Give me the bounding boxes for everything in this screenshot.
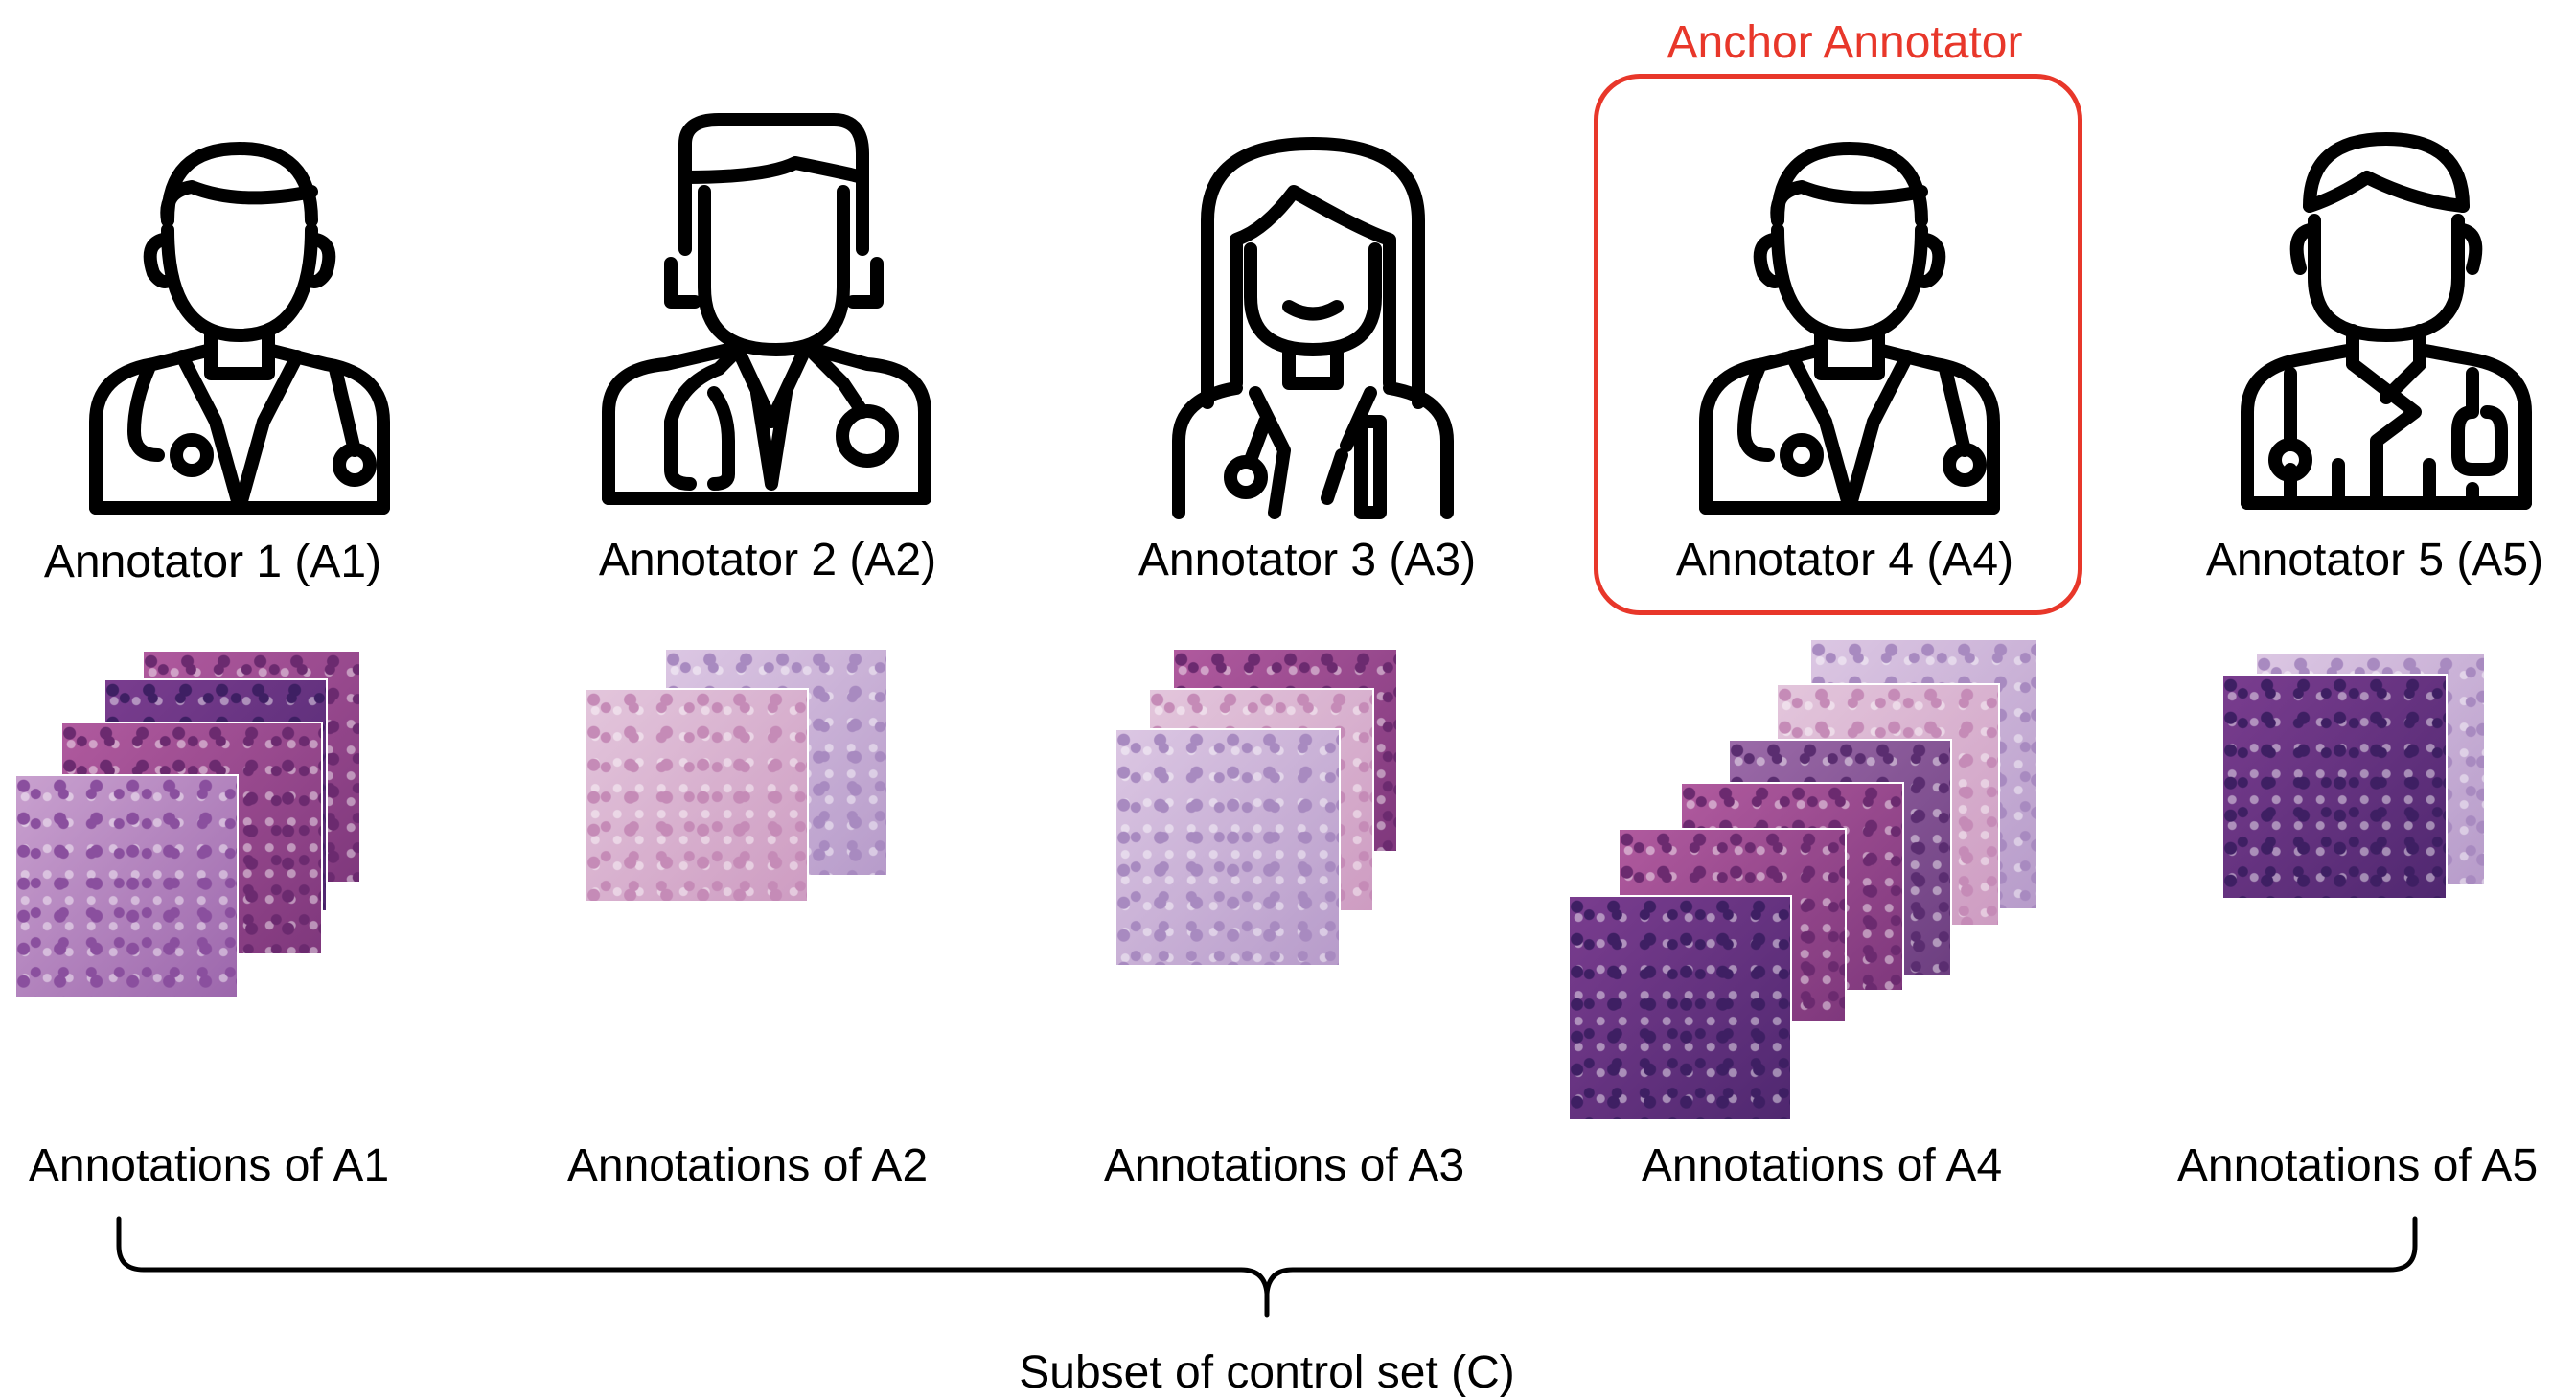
annotator-3-label: Annotator 3 (A3): [1138, 535, 1477, 585]
annotations-a1-label: Annotations of A1: [28, 1140, 390, 1191]
male-doctor-stethoscope-icon: [89, 142, 390, 515]
brace-label: Subset of control set (C): [1019, 1347, 1515, 1398]
male-doctor-stethoscope-icon: [1699, 142, 2000, 515]
annotator-4-label: Annotator 4 (A4): [1675, 535, 2014, 585]
histology-image: [1570, 897, 1790, 1119]
anchor-annotator-box: [1594, 74, 2082, 615]
annotator-2-label: Annotator 2 (A2): [598, 535, 937, 585]
annotations-a2-label: Annotations of A2: [566, 1140, 929, 1191]
annotations-a4-label: Annotations of A4: [1641, 1140, 2003, 1191]
male-doctor-tie-stethoscope-icon: [602, 113, 932, 505]
annotations-a3-label: Annotations of A3: [1103, 1140, 1465, 1191]
female-doctor-stethoscope-icon: [1172, 137, 1454, 519]
annotator-1-label: Annotator 1 (A1): [43, 537, 382, 587]
annotator-5-label: Annotator 5 (A5): [2205, 535, 2544, 585]
histology-image: [586, 690, 807, 901]
anchor-annotator-title: Anchor Annotator: [1667, 17, 2023, 68]
histology-image: [2223, 676, 2446, 898]
male-doctor-scrubs-icon: [2241, 132, 2532, 510]
histology-image: [16, 776, 237, 997]
histology-image: [1116, 730, 1339, 965]
annotations-a5-label: Annotations of A5: [2176, 1140, 2539, 1191]
